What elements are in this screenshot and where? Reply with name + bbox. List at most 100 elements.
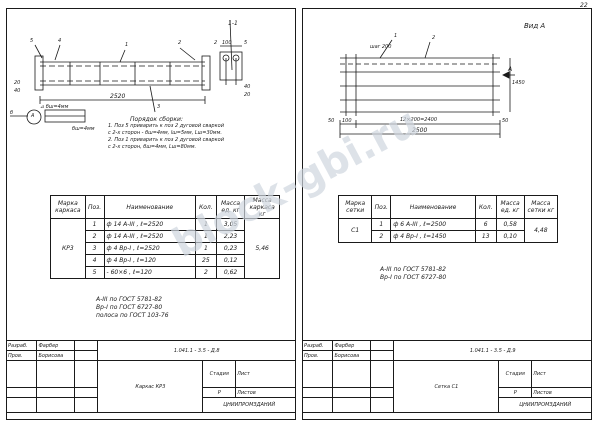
assembly-note-line: 2. Поз 1 приварить к поз 2 дуговой сварк… <box>108 137 224 143</box>
standard-line: А-III по ГОСТ 5781-82 <box>96 296 162 303</box>
spec-total-mass: 5,46 <box>244 218 280 279</box>
spec-pos: 1 <box>84 218 105 231</box>
dim-right-b: 20 <box>244 92 251 98</box>
spec-mass: 0,58 <box>495 218 525 231</box>
assembly-notes: Порядок сборки: 1. Поз 5 приварить к поз… <box>108 116 224 151</box>
right-frame <box>302 8 592 420</box>
dim-right: 50 <box>502 118 509 124</box>
c1-mesh-drawing <box>339 39 515 138</box>
col-header: Масса ед. кг <box>495 195 525 219</box>
col-header: Марка сетки <box>337 195 373 219</box>
assembly-note-line: с 2-х сторон, бш=4мм, Lш=80мм. <box>108 144 197 150</box>
spec-pos: 5 <box>84 266 105 279</box>
tb-name: Фарбер <box>36 340 75 351</box>
callout-2: 2 <box>432 35 436 41</box>
spec-name: ф 4 Вр-I , ℓ=1450 <box>390 230 476 243</box>
col-header: Поз. <box>84 195 105 219</box>
left-frame <box>6 8 296 420</box>
standard-line: Вр-I по ГОСТ 6727-80 <box>380 274 447 281</box>
callout-5-top: 5 <box>30 38 34 44</box>
table-row: 2 ф 4 Вр-I , ℓ=1450 13 0,10 <box>339 230 558 243</box>
tb-code: 1.041.1 - 3.5 - Д.9 <box>393 340 592 361</box>
tb-stage-hdr: Стадия <box>498 360 533 388</box>
spec-mass: 0,12 <box>215 254 246 267</box>
col-header: Масса сетки кг <box>523 195 559 219</box>
callout-1: 1 <box>394 33 398 39</box>
spec-name: - 60×6 , ℓ=120 <box>103 266 196 279</box>
title-block-left: Разраб. Фарбер 1.041.1 - 3.5 - Д.8 Пров.… <box>5 340 296 413</box>
col-header: Масса каркаса кг <box>244 195 280 219</box>
spec-mark: КР3 <box>50 218 86 279</box>
col-header: Кол. <box>474 195 497 219</box>
spec-qty: 1 <box>194 230 217 243</box>
dim-left: 50 <box>328 118 335 124</box>
spec-mass: 0,62 <box>215 266 246 279</box>
col-header: Наименование <box>390 195 476 219</box>
assembly-note-line: с 2-х сторон - бш=4мм, lш=5мм, Lш=30мм. <box>108 130 222 136</box>
spec-qty: 6 <box>474 218 497 231</box>
dim-total-left: 2520 <box>110 93 126 100</box>
spec-pos: 2 <box>371 230 392 243</box>
detail-letter: А <box>31 113 35 119</box>
table-row: С1 1 ф 6 А-III , ℓ=2500 6 0,58 4,48 <box>337 218 559 243</box>
tb-stage: Р <box>498 387 533 398</box>
sheet-right: 22 Ви <box>300 0 600 426</box>
tb-name: Борисова <box>36 350 75 361</box>
view-label: Вид А <box>524 22 546 30</box>
col-header: Марка каркаса <box>50 195 86 219</box>
callout-2-section: 2 <box>214 40 218 46</box>
standard-line: полоса по ГОСТ 103-76 <box>96 312 169 319</box>
tb-role: Пров. <box>301 350 334 361</box>
dim-height: 1450 <box>512 80 525 86</box>
spec-pos: 4 <box>84 254 105 267</box>
col-header: Поз. <box>371 195 392 219</box>
tb-role: Разраб. <box>5 340 38 351</box>
callout-1: 1 <box>125 42 129 48</box>
arrow-label: А <box>508 66 513 73</box>
table-row: 2 ф 14 А-III , ℓ=2520 1 2,23 <box>51 230 280 243</box>
dim-left-a: 20 <box>14 80 21 86</box>
dim-left-b: 40 <box>14 88 21 94</box>
tb-org: ЦНИИПРОМЗДАНИЙ <box>202 397 296 413</box>
tb-code: 1.041.1 - 3.5 - Д.8 <box>97 340 296 361</box>
page-number: 22 <box>580 2 588 9</box>
callout-2: 2 <box>178 40 182 46</box>
sheet-left: 1-1 5 4 1 2 2 3 5 20 40 2520 40 20 100 ⊿… <box>5 8 296 420</box>
table-row: 3 ф 4 Вр-I , ℓ=2520 1 0,23 <box>51 242 280 255</box>
callout-5-section: 5 <box>244 40 248 46</box>
tb-stage-hdr: Листов <box>235 387 296 398</box>
spec-mass: 0,10 <box>495 230 525 243</box>
assembly-notes-title: Порядок сборки: <box>130 116 183 123</box>
standard-line: Вр-I по ГОСТ 6727-80 <box>96 304 163 311</box>
kr3-spec-table: Марка каркаса Поз. Наименование Кол. Мас… <box>50 195 280 279</box>
table-row: 5 - 60×6 , ℓ=120 2 0,62 <box>51 266 280 279</box>
dim-mid: 12×200=2400 <box>400 117 438 123</box>
dim-right-a: 40 <box>244 84 251 90</box>
tb-role: Пров. <box>5 350 38 361</box>
assembly-note-line: 1. Поз 5 приварить к поз 2 дуговой сварк… <box>108 123 224 129</box>
tb-stage-hdr: Лист <box>531 360 592 388</box>
tb-stage-hdr: Листов <box>531 387 592 398</box>
dim-total-right: 2500 <box>412 127 428 134</box>
dim-section: 100 <box>222 40 232 46</box>
detail-dim: бш=4мм <box>72 126 95 132</box>
dim-pitch: 100 <box>342 118 352 124</box>
spec-qty: 13 <box>474 230 497 243</box>
callout-4: 4 <box>58 38 62 44</box>
weld-label: ⊿ бш=4мм <box>40 104 69 110</box>
spec-name: ф 6 А-III , ℓ=2500 <box>390 218 476 231</box>
table-row: 4 ф 4 Вр-I , ℓ=120 25 0,12 <box>51 254 280 267</box>
standard-line: А-III по ГОСТ 5781-82 <box>380 266 446 273</box>
table-row: КР3 1 ф 14 А-III , ℓ=2520 1 3,05 5,46 <box>50 218 280 279</box>
callout-3: 3 <box>157 104 161 110</box>
standards-notes: А-III по ГОСТ 5781-82 Вр-I по ГОСТ 6727-… <box>96 296 169 320</box>
section-label: 1-1 <box>228 20 238 27</box>
tb-org: ЦНИИПРОМЗДАНИЙ <box>498 397 592 413</box>
detail-lbl: б <box>10 110 14 116</box>
step-label: шаг 200 <box>370 44 392 50</box>
title-block-right: Разраб. Фарбер 1.041.1 - 3.5 - Д.9 Пров.… <box>301 340 592 413</box>
spec-qty: 2 <box>194 266 217 279</box>
spec-pos: 1 <box>371 218 392 231</box>
tb-stage: Р <box>202 387 237 398</box>
tb-stage-hdr: Стадия <box>202 360 237 388</box>
